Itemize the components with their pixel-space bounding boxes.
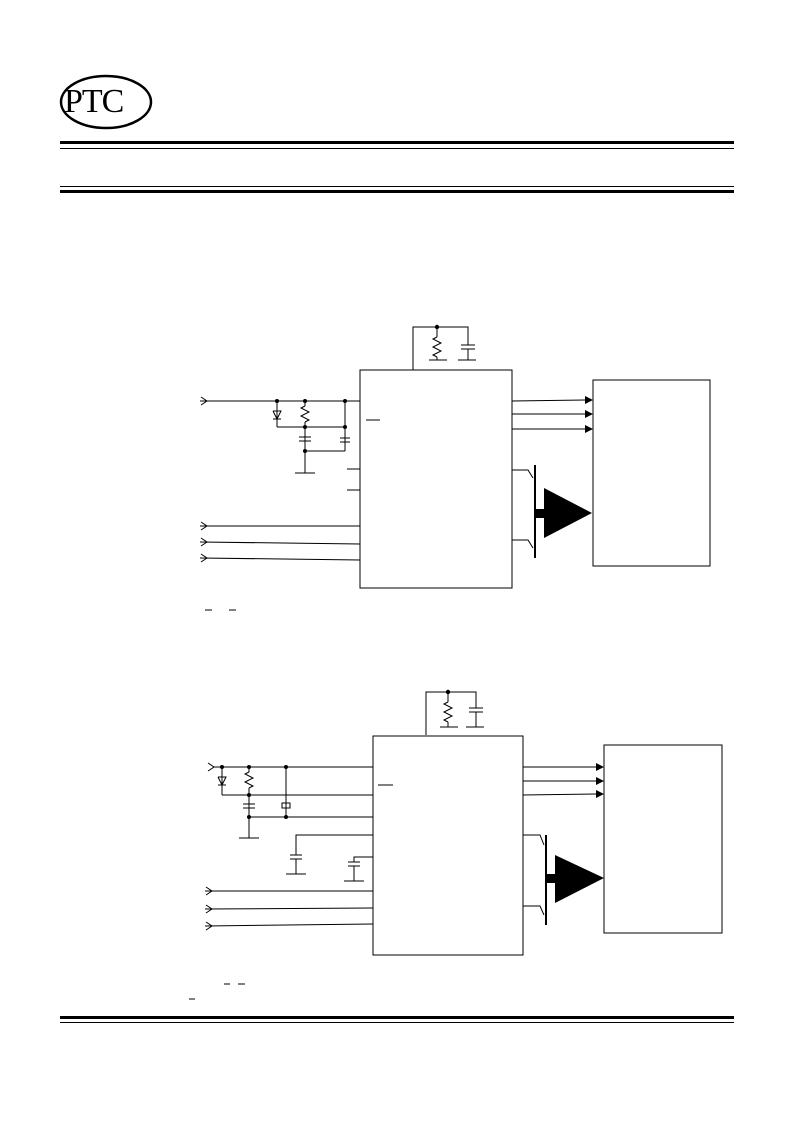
header-rule-thin xyxy=(60,148,734,149)
footer-rule-thin xyxy=(60,1022,734,1023)
application-circuit-1 xyxy=(199,324,711,611)
application-circuit-2 xyxy=(189,689,723,1000)
section-rule-thick xyxy=(60,190,734,193)
section-rule-thin xyxy=(60,186,734,187)
logo-text: PTC xyxy=(64,83,124,120)
footer-rule-thick xyxy=(60,1016,734,1019)
header-rule-thick xyxy=(60,141,734,144)
ptc-logo xyxy=(59,74,153,130)
